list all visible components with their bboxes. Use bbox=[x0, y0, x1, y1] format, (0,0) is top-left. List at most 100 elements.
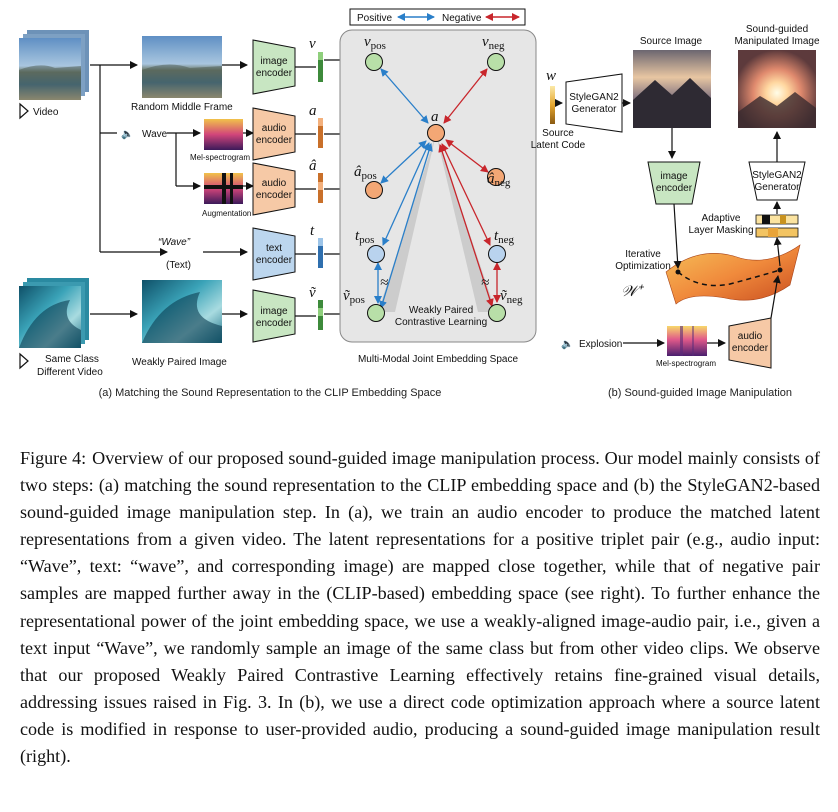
same-class-play-icon bbox=[19, 352, 29, 370]
subcaption-b: (b) Sound-guided Image Manipulation bbox=[608, 387, 792, 399]
subcaption-a: (a) Matching the Sound Representation to… bbox=[99, 387, 442, 399]
manipulated-image-label-line1: Sound-guided bbox=[746, 24, 808, 35]
vec-symbol-v-tilde: ṽ bbox=[309, 285, 317, 301]
node-v-tilde-neg bbox=[488, 304, 506, 322]
same-class-label-line2: Different Video bbox=[37, 367, 103, 378]
node-label-v-neg: vneg bbox=[482, 34, 505, 52]
node-label-v-tilde-neg: ṽneg bbox=[500, 288, 523, 306]
image-encoder-top: image encoder bbox=[252, 39, 296, 95]
svg-text:encoder: encoder bbox=[656, 183, 693, 194]
text-input-quote: “Wave” bbox=[158, 237, 191, 248]
svg-text:encoder: encoder bbox=[256, 68, 293, 79]
video-label: Video bbox=[33, 107, 59, 118]
video-play-icon bbox=[19, 102, 29, 120]
source-latent-label-line2: Latent Code bbox=[531, 140, 586, 151]
svg-text:image: image bbox=[260, 306, 288, 317]
same-class-video-stack bbox=[19, 278, 89, 348]
optimization-end-point bbox=[777, 267, 783, 273]
node-label-v-pos: vpos bbox=[364, 34, 386, 52]
stylegan-generator-top: StyleGAN2 Generator bbox=[565, 73, 623, 133]
legend: Positive Negative bbox=[349, 8, 526, 26]
wpcl-label-line2: Contrastive Learning bbox=[395, 317, 487, 328]
svg-text:text: text bbox=[266, 243, 282, 254]
feature-vector-v-tilde bbox=[318, 300, 323, 330]
joint-space-label: Multi-Modal Joint Embedding Space bbox=[358, 354, 519, 365]
source-image bbox=[633, 50, 711, 128]
approx-symbol-right: ≈ bbox=[481, 275, 489, 291]
weakly-paired-image bbox=[142, 280, 222, 343]
text-encoder: text encoder bbox=[252, 227, 296, 281]
svg-text:encoder: encoder bbox=[256, 318, 293, 329]
adaptive-masking-label-line2: Layer Masking bbox=[688, 225, 753, 236]
svg-text:Generator: Generator bbox=[571, 104, 617, 115]
w-plus-symbol: 𝒲⁺ bbox=[621, 284, 645, 300]
image-encoder-b: image encoder bbox=[647, 161, 701, 205]
node-a-hat-neg bbox=[487, 168, 505, 186]
svg-text:encoder: encoder bbox=[732, 343, 769, 354]
speaker-icon: 🔈 bbox=[121, 129, 133, 140]
svg-text:encoder: encoder bbox=[256, 190, 293, 201]
vec-symbol-v: v bbox=[309, 36, 316, 52]
node-label-v-tilde-pos: ṽpos bbox=[343, 288, 365, 306]
optimization-start-point bbox=[675, 269, 681, 275]
wpcl-label-line1: Weakly Paired bbox=[409, 305, 473, 316]
negative-arrows bbox=[438, 68, 501, 307]
node-label-a-hat-pos: âpos bbox=[354, 164, 377, 182]
audio-encoder-top: audio encoder bbox=[252, 107, 296, 161]
optimization-path bbox=[677, 269, 781, 287]
svg-text:audio: audio bbox=[738, 331, 763, 342]
svg-text:encoder: encoder bbox=[256, 255, 293, 266]
figure-caption: Figure 4:Overview of our proposed sound-… bbox=[20, 445, 820, 770]
node-label-a-hat-neg: âneg bbox=[487, 171, 511, 189]
random-middle-frame-image bbox=[142, 36, 222, 98]
source-latent-label-line1: Source bbox=[542, 128, 574, 139]
wave-connectors bbox=[167, 129, 254, 190]
node-t-pos bbox=[367, 245, 385, 263]
node-a bbox=[427, 124, 445, 142]
svg-text:audio: audio bbox=[262, 178, 287, 189]
svg-text:StyleGAN2: StyleGAN2 bbox=[752, 170, 802, 181]
svg-text:image: image bbox=[260, 56, 288, 67]
adaptive-masking-label-line1: Adaptive bbox=[702, 213, 741, 224]
approx-symbol-left: ≈ bbox=[380, 275, 388, 291]
manipulated-image-label-line2: Manipulated Image bbox=[734, 36, 819, 47]
node-t-neg bbox=[488, 245, 506, 263]
video-frames-stack bbox=[19, 30, 89, 100]
image-encoder-bottom: image encoder bbox=[252, 289, 296, 343]
svg-text:StyleGAN2: StyleGAN2 bbox=[569, 92, 619, 103]
sound-guided-manipulated-image bbox=[738, 50, 816, 128]
figure-caption-label: Figure 4: bbox=[20, 448, 87, 468]
same-class-label-line1: Same Class bbox=[45, 354, 99, 365]
legend-positive-label: Positive bbox=[357, 13, 392, 24]
figure-caption-text: Overview of our proposed sound-guided im… bbox=[20, 448, 820, 767]
stylegan-generator-right: StyleGAN2 Generator bbox=[748, 161, 806, 201]
source-latent-code-bar bbox=[550, 86, 555, 124]
node-label-t-neg: tneg bbox=[494, 228, 515, 246]
node-label-t-pos: tpos bbox=[355, 228, 374, 246]
augmentation-label: Augmentation bbox=[202, 209, 251, 218]
text-input-label: (Text) bbox=[166, 260, 191, 271]
mel-spectrogram-label-b: Mel-spectrogram bbox=[656, 359, 716, 368]
node-v-pos bbox=[365, 53, 383, 71]
layer-mask-bars bbox=[755, 214, 799, 238]
iterative-opt-label-line2: Optimization bbox=[615, 261, 671, 272]
positive-arrows bbox=[374, 68, 433, 309]
explosion-spectrogram-image bbox=[667, 326, 707, 356]
video-connectors bbox=[90, 61, 248, 256]
explosion-label: Explosion bbox=[579, 339, 622, 350]
legend-negative-label: Negative bbox=[442, 13, 482, 24]
svg-text:encoder: encoder bbox=[256, 135, 293, 146]
svg-text:image: image bbox=[660, 171, 688, 182]
node-a-hat-pos bbox=[365, 181, 383, 199]
audio-encoder-augmented: audio encoder bbox=[252, 162, 296, 216]
vec-symbol-a-hat: â bbox=[309, 158, 317, 174]
node-v-tilde-pos bbox=[367, 304, 385, 322]
source-image-label: Source Image bbox=[640, 36, 703, 47]
speaker-icon-b: 🔈 bbox=[561, 339, 573, 350]
mel-spectrogram-label: Mel-spectrogram bbox=[190, 153, 250, 162]
feature-vector-a bbox=[318, 118, 323, 148]
feature-vector-a-hat bbox=[318, 173, 323, 203]
wave-label: Wave bbox=[142, 129, 168, 140]
node-v-neg bbox=[487, 53, 505, 71]
audio-encoder-b: audio encoder bbox=[728, 317, 772, 369]
